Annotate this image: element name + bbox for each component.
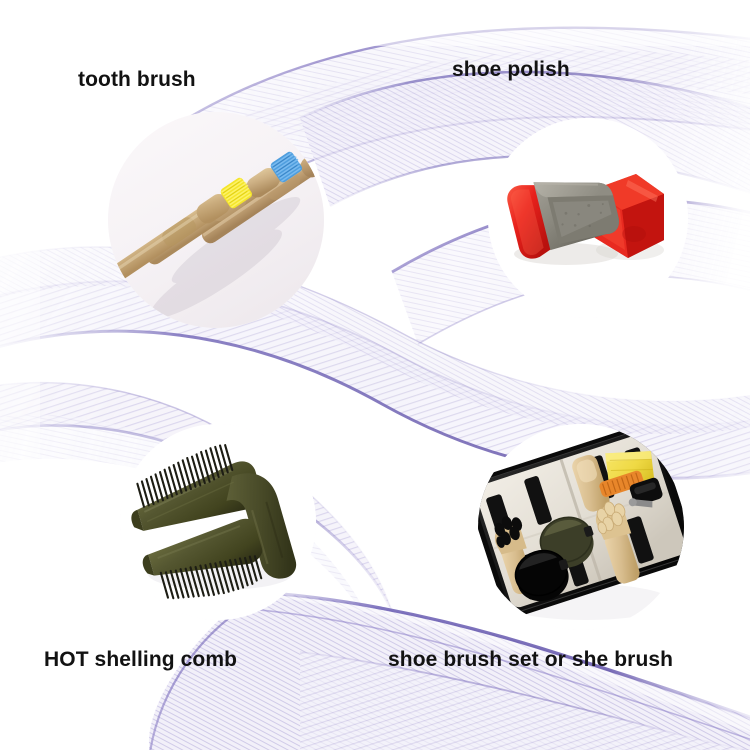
label-hot-shelling-comb: HOT shelling comb [44, 648, 238, 671]
wood-brush-top [572, 454, 610, 512]
ribbon-bottom-diagonal-2 [299, 651, 750, 750]
black-tin [514, 549, 569, 602]
label-shoe-polish: shoe polish [452, 58, 570, 81]
yellow-cloth [605, 451, 655, 484]
label-shoe-brush-set: shoe brush set or she brush [388, 648, 674, 671]
photo-shoe-polish [488, 118, 688, 318]
comb-body [131, 444, 297, 600]
black-tin-top [629, 477, 663, 506]
shoe-polish-applicator [507, 182, 619, 259]
natural-bristle-brush [595, 501, 640, 584]
ribbon-center-left-2 [0, 246, 750, 435]
photo-shoe-brush-set [478, 424, 684, 630]
brush-case [478, 424, 684, 617]
photo-shelling-comb [120, 424, 316, 620]
photo-tooth-brush [108, 112, 324, 328]
zipper-pull [628, 498, 653, 508]
label-tooth-brush: tooth brush [78, 68, 196, 91]
toothbrush-yellow [108, 177, 253, 290]
